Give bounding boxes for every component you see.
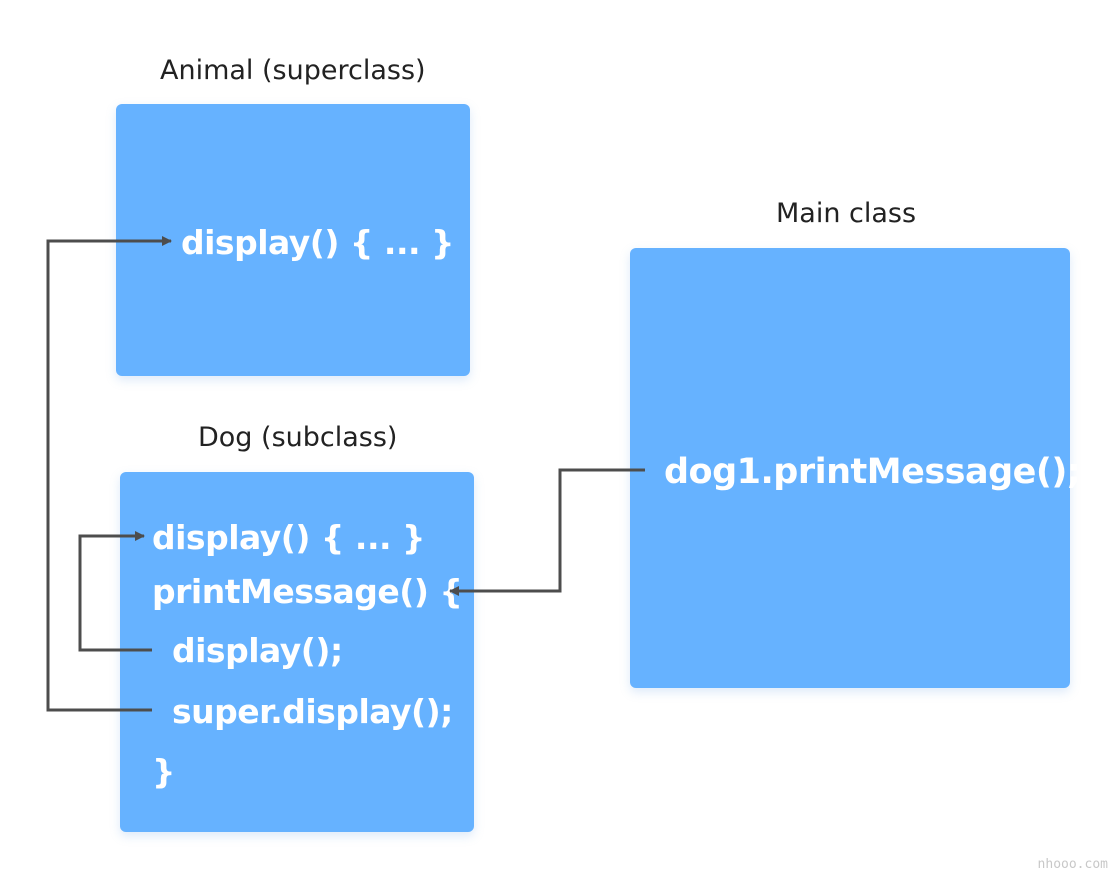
arrow-super-display-to-animal-display xyxy=(46,236,172,712)
arrow-display-call-to-dog-display xyxy=(78,531,152,652)
dog-class-box xyxy=(120,472,474,832)
watermark: nhooo.com xyxy=(1037,857,1108,872)
dog-printmessage-method: printMessage() { xyxy=(152,572,463,611)
dog-closing-brace: } xyxy=(152,752,176,791)
dog-display-method: display() { ... } xyxy=(152,518,426,557)
dog-display-call: display(); xyxy=(172,631,343,670)
dog-super-display-call: super.display(); xyxy=(172,692,453,731)
main-printmessage-call: dog1.printMessage(); xyxy=(664,452,1081,492)
main-caption: Main class xyxy=(776,198,917,229)
animal-class-box xyxy=(116,104,470,376)
animal-display-method: display() { ... } xyxy=(181,223,455,262)
arrow-main-call-to-printmessage xyxy=(449,468,645,596)
animal-caption: Animal (superclass) xyxy=(160,55,426,86)
dog-caption: Dog (subclass) xyxy=(198,422,398,453)
main-class-box xyxy=(630,248,1070,688)
